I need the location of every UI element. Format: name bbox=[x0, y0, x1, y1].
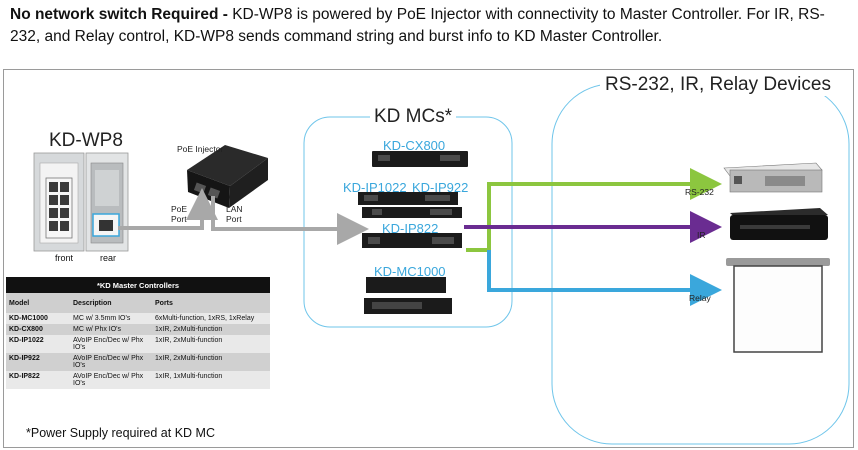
lan-to-mc-line bbox=[211, 196, 369, 245]
power-supply-footnote: *Power Supply required at KD MC bbox=[26, 426, 215, 440]
intro-body: KD-WP8 is powered by PoE Injector with c… bbox=[10, 6, 825, 45]
mc-bubble-title: KD MCs* bbox=[370, 106, 457, 128]
rs232-device-image bbox=[723, 162, 823, 193]
mc-label-ip822: KD-IP822 bbox=[382, 221, 439, 236]
wallplate-rear-image bbox=[85, 152, 129, 252]
mc-device-mc1000 bbox=[364, 277, 452, 314]
table-cell-model: KD-IP822 bbox=[6, 371, 70, 389]
table-row: KD-IP922 AVoIP Enc/Dec w/ Phx IO's 1xIR,… bbox=[6, 353, 270, 371]
table-cell-description: AVoIP Enc/Dec w/ Phx IO's bbox=[70, 335, 152, 353]
poe-injector-image bbox=[187, 145, 268, 208]
ir-label: IR bbox=[697, 230, 706, 240]
table-cell-ports: 6xMulti-function, 1xRS, 1xRelay bbox=[152, 313, 270, 324]
mc-label-cx800: KD-CX800 bbox=[383, 138, 446, 153]
wallplate-rear-label: rear bbox=[100, 253, 117, 263]
table-cell-model: KD-MC1000 bbox=[6, 313, 70, 324]
wallplate-front-image bbox=[33, 152, 85, 252]
table-cell-description: MC w/ 3.5mm IO's bbox=[70, 313, 152, 324]
relay-line bbox=[487, 250, 722, 306]
table-header-model: Model bbox=[6, 293, 70, 313]
table-cell-ports: 1xIR, 2xMulti-function bbox=[152, 324, 270, 335]
mc-label-ip922: KD-IP922 bbox=[412, 180, 469, 195]
ir-device-image bbox=[730, 208, 828, 240]
poe-port-label: PoE Port bbox=[171, 204, 188, 224]
mc-device-ip922 bbox=[362, 207, 462, 218]
poe-injector-title: PoE Injector bbox=[177, 144, 224, 154]
table-cell-description: AVoIP Enc/Dec w/ Phx IO's bbox=[70, 371, 152, 389]
intro-bold: No network switch Required - bbox=[10, 6, 228, 23]
master-controllers-table: *KD Master Controllers Model Description… bbox=[6, 277, 270, 389]
relay-projector-screen-image bbox=[726, 258, 830, 353]
intro-text: No network switch Required - KD-WP8 is p… bbox=[10, 4, 850, 48]
table-caption: *KD Master Controllers bbox=[6, 277, 270, 293]
wallplate-front-label: front bbox=[55, 253, 74, 263]
lan-port-label: LAN Port bbox=[226, 204, 243, 224]
table-row: KD-IP1022 AVoIP Enc/Dec w/ Phx IO's 1xIR… bbox=[6, 335, 270, 353]
table-cell-ports: 1xIR, 2xMulti-function bbox=[152, 335, 270, 353]
table-cell-model: KD-IP1022 bbox=[6, 335, 70, 353]
table-row: KD-CX800 MC w/ Phx IO's 1xIR, 2xMulti-fu… bbox=[6, 324, 270, 335]
table-cell-model: KD-IP922 bbox=[6, 353, 70, 371]
devices-bubble-title: RS-232, IR, Relay Devices bbox=[600, 74, 836, 96]
table-cell-ports: 1xIR, 2xMulti-function bbox=[152, 353, 270, 371]
table-cell-model: KD-CX800 bbox=[6, 324, 70, 335]
mc-device-cx800 bbox=[372, 151, 468, 167]
table-header-ports: Ports bbox=[152, 293, 270, 313]
mc-label-mc1000: KD-MC1000 bbox=[374, 264, 446, 279]
rs232-line bbox=[466, 168, 722, 252]
mc-device-ip1022 bbox=[358, 192, 458, 205]
table-row: KD-IP822 AVoIP Enc/Dec w/ Phx IO's 1xIR,… bbox=[6, 371, 270, 389]
table-header-description: Description bbox=[70, 293, 152, 313]
mc-label-ip1022: KD-IP1022 bbox=[343, 180, 407, 195]
table-cell-ports: 1xIR, 1xMulti-function bbox=[152, 371, 270, 389]
table-cell-description: MC w/ Phx IO's bbox=[70, 324, 152, 335]
table-row: KD-MC1000 MC w/ 3.5mm IO's 6xMulti-funct… bbox=[6, 313, 270, 324]
rs232-label: RS-232 bbox=[685, 187, 714, 197]
diagram-frame bbox=[3, 69, 854, 448]
wallplate-title: KD-WP8 bbox=[49, 130, 123, 151]
table-cell-description: AVoIP Enc/Dec w/ Phx IO's bbox=[70, 353, 152, 371]
mc-device-ip822 bbox=[362, 233, 462, 248]
relay-label: Relay bbox=[689, 293, 711, 303]
wp-to-poe-line bbox=[118, 188, 218, 230]
